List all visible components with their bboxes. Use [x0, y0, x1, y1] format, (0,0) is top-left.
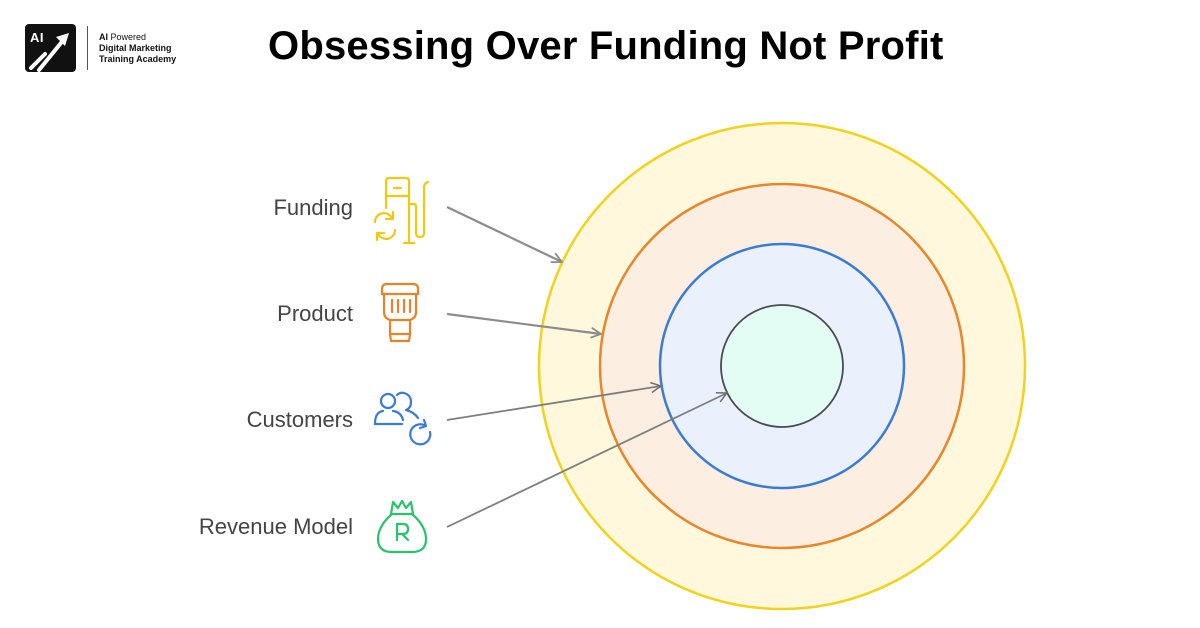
money-bag-rand-icon [376, 499, 428, 554]
arrow-customers [446, 386, 661, 421]
label-revenue-model: Revenue Model [198, 514, 353, 539]
arrow-revenue-model [446, 393, 727, 528]
fuel-pump-refresh-icon [373, 176, 430, 245]
trend-arrow-icon [29, 33, 69, 72]
product-container-icon [380, 282, 420, 343]
logo-divider [87, 26, 88, 70]
arrow-funding [446, 206, 562, 262]
logo-line1-bold: AI [99, 31, 108, 42]
label-product: Product [277, 301, 353, 326]
logo-mark: AI [25, 24, 76, 72]
arrow-product [446, 312, 601, 334]
logo-mark-text: AI [30, 30, 44, 45]
ring-core-revenue [720, 304, 844, 428]
label-customers: Customers [246, 407, 353, 432]
logo-line1-rest: Powered [108, 31, 147, 42]
logo-line2: Digital Marketing [99, 42, 172, 53]
brand-logo: AI AI Powered Digital Marketing Training… [25, 23, 176, 73]
logo-text: AI Powered Digital Marketing Training Ac… [99, 32, 176, 65]
logo-line3: Training Academy [99, 53, 177, 64]
label-funding: Funding [273, 195, 353, 220]
page-title: Obsessing Over Funding Not Profit [268, 24, 944, 68]
users-refresh-icon [373, 391, 432, 446]
